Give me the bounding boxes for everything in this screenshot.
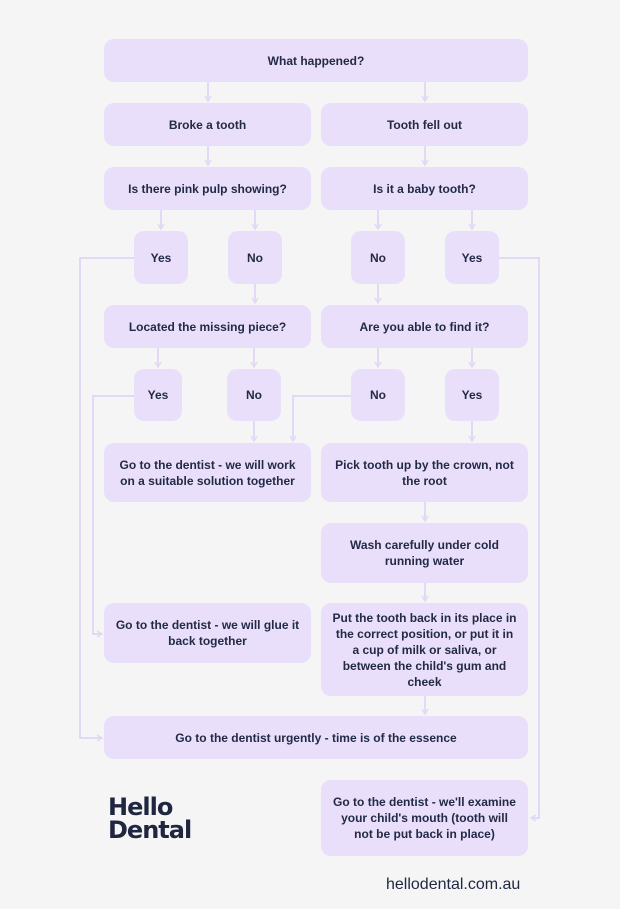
node-wash-tooth: Wash carefully under cold running water bbox=[321, 523, 528, 583]
logo-line-1: Hello bbox=[108, 793, 173, 821]
node-put-tooth-back: Put the tooth back in its place in the c… bbox=[321, 603, 528, 696]
node-pick-up-tooth: Pick tooth up by the crown, not the root bbox=[321, 443, 528, 502]
node-tooth-fell-out: Tooth fell out bbox=[321, 103, 528, 146]
node-pink-pulp-question: Is there pink pulp showing? bbox=[104, 167, 311, 210]
node-located-no: No bbox=[227, 369, 281, 421]
node-what-happened: What happened? bbox=[104, 39, 528, 82]
arrow-findno-to-solution bbox=[289, 395, 352, 443]
node-dentist-glue: Go to the dentist - we will glue it back… bbox=[104, 603, 311, 663]
arrow-locatedyes-to-glue bbox=[92, 395, 135, 638]
node-located-yes: Yes bbox=[134, 369, 182, 421]
node-baby-tooth-question: Is it a baby tooth? bbox=[321, 167, 528, 210]
node-baby-yes: Yes bbox=[445, 231, 499, 284]
node-find-no: No bbox=[351, 369, 405, 421]
hello-dental-logo: Hello Dental bbox=[108, 793, 192, 844]
node-able-to-find-question: Are you able to find it? bbox=[321, 305, 528, 348]
logo-line-2: Dental bbox=[108, 816, 192, 844]
node-find-yes: Yes bbox=[445, 369, 499, 421]
node-pulp-no: No bbox=[228, 231, 282, 284]
node-baby-no: No bbox=[351, 231, 405, 284]
node-located-piece-question: Located the missing piece? bbox=[104, 305, 311, 348]
node-dentist-solution: Go to the dentist - we will work on a su… bbox=[104, 443, 311, 502]
node-dentist-urgent: Go to the dentist urgently - time is of … bbox=[104, 716, 528, 759]
node-broke-tooth: Broke a tooth bbox=[104, 103, 311, 146]
website-url: hellodental.com.au bbox=[386, 876, 521, 893]
node-pulp-yes: Yes bbox=[134, 231, 188, 284]
node-dentist-examine: Go to the dentist - we'll examine your c… bbox=[321, 780, 528, 856]
